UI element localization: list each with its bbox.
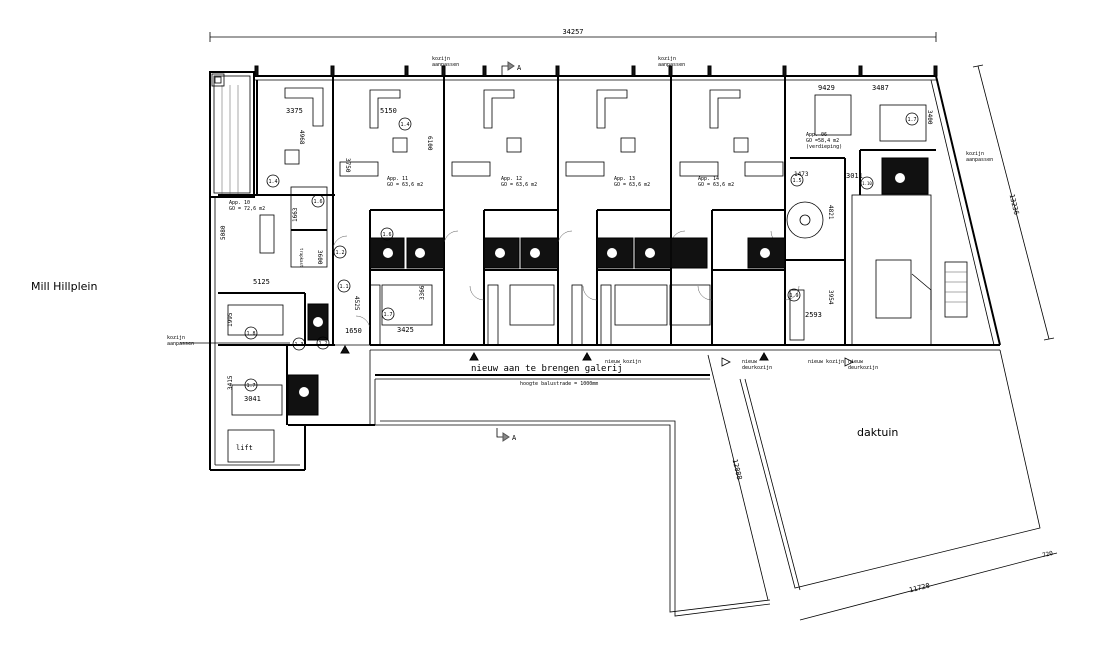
right-side-label: 13236 — [1008, 193, 1021, 215]
app12-area: GO = 63,6 m2 — [501, 182, 537, 188]
room-code-1: 1.4 — [400, 122, 409, 128]
bathrooms — [287, 157, 929, 416]
dim-3400: 3400 — [926, 110, 933, 125]
dim-1473: 1473 — [794, 171, 809, 178]
total-width-label: 34257 — [562, 28, 583, 36]
trapkast-label: trapkast — [299, 248, 304, 268]
dim-6100: 6100 — [426, 136, 433, 151]
app06-area: GO =58,4 m2 — [806, 138, 839, 144]
app11-name: App. 11 — [387, 176, 408, 182]
gallery-label: nieuw aan te brengen galerij — [471, 364, 623, 374]
new-door-frame2-line2: deurkozijn — [848, 365, 878, 371]
furniture — [227, 87, 927, 416]
new-frame1: nieuw kozijn — [605, 359, 641, 365]
app10-name: App. 10 — [229, 200, 250, 206]
street-label: Mill Hillplein — [31, 280, 97, 293]
dim-5150: 5150 — [380, 107, 397, 115]
dim-3415: 3415 — [227, 375, 234, 390]
room-code-11: 1.7 — [383, 312, 392, 318]
room-code-15: 1.9 — [789, 293, 798, 299]
dim-3487: 3487 — [872, 84, 889, 92]
apartment-labels: App. 10 GO = 72,6 m2 App. 11 GO = 63,6 m… — [229, 132, 842, 212]
balustrade-label: hoogte balustrade = 1000mm — [520, 381, 598, 387]
dim-4821: 4821 — [827, 205, 834, 220]
dim-3425: 3425 — [397, 326, 414, 334]
room-code-4: 1.2 — [335, 250, 344, 256]
new-door-frame2-line1: nieuw — [848, 359, 864, 365]
app14-name: App. 14 — [698, 176, 719, 182]
section-markers: A A — [496, 61, 522, 442]
kozijn-top1-line2: aanpassen — [432, 62, 459, 68]
bottom-small-label: 720 — [1042, 550, 1055, 560]
new-door-frame1-line1: nieuw — [742, 359, 758, 365]
section-top-label: A — [517, 64, 522, 72]
app13-name: App. 13 — [614, 176, 635, 182]
dim-3011: 3011 — [846, 172, 863, 180]
room-codes: 1.4 1.4 1.6 1.2 1.1 1.8 1.3 1.2 1.7 1.6 … — [244, 112, 919, 392]
kozijn-top2-line1: kozijn — [658, 56, 676, 62]
bottom-roof-label: 11720 — [908, 582, 930, 595]
dim-3041: 3041 — [244, 395, 261, 403]
kozijn-left-line2: aanpassen — [167, 341, 194, 347]
dim-3600: 3600 — [316, 250, 323, 265]
dim-1663: 1663 — [292, 207, 299, 222]
app14-area: GO = 63,6 m2 — [698, 182, 734, 188]
app10-area: GO = 72,6 m2 — [229, 206, 265, 212]
diag-roof-label: 12088 — [731, 458, 744, 480]
kozijn-top2-line2: aanpassen — [658, 62, 685, 68]
room-code-6: 1.8 — [246, 331, 255, 337]
room-code-3: 1.6 — [313, 199, 322, 205]
dim-2593: 2593 — [805, 311, 822, 319]
app12-name: App. 12 — [501, 176, 522, 182]
kozijn-right-line2: aanpassen — [966, 157, 993, 163]
roof-terrace: 12088 11720 720 — [375, 349, 1058, 621]
dim-1995: 1995 — [227, 312, 234, 327]
annotations: kozijn aanpassen kozijn aanpassen kozijn… — [167, 56, 993, 371]
dim-3375: 3375 — [286, 107, 303, 115]
room-code-8: 1.2 — [318, 341, 327, 347]
dim-3954: 3954 — [827, 290, 834, 305]
facade-posts — [254, 65, 938, 77]
room-code-7: 1.3 — [294, 342, 303, 348]
room-code-9: 1.7 — [246, 383, 255, 389]
room-code-14: 1.10 — [862, 181, 872, 186]
app06-note: (verdieping) — [806, 144, 842, 150]
room-code-12: 1.7 — [907, 117, 916, 123]
dim-1650: 1650 — [345, 327, 362, 335]
room-code-10: 1.6 — [382, 232, 391, 238]
new-frame2: nieuw kozijn — [808, 359, 844, 365]
app13-area: GO = 63,6 m2 — [614, 182, 650, 188]
dim-5080: 5080 — [220, 225, 227, 240]
app06-name: App. 06 — [806, 132, 827, 138]
kozijn-right-line1: kozijn — [966, 151, 984, 157]
room-code-13: 1.5 — [792, 178, 801, 184]
kozijn-left-line1: kozijn — [167, 335, 185, 341]
dim-4525: 4525 — [353, 296, 360, 311]
dim-4968: 4968 — [298, 130, 305, 145]
section-bottom-label: A — [512, 434, 517, 442]
roof-garden-label: daktuin — [857, 426, 898, 439]
room-code-5: 1.1 — [339, 284, 348, 290]
dim-3366: 3366 — [419, 285, 426, 300]
dim-5125: 5125 — [253, 278, 270, 286]
building-outline: lift — [209, 71, 1001, 471]
total-width-dimension: 34257 — [209, 28, 937, 42]
lift-label: lift — [236, 444, 253, 452]
right-side-dimension: 13236 — [972, 64, 1055, 341]
app11-area: GO = 63,6 m2 — [387, 182, 423, 188]
new-door-frame1-line2: deurkozijn — [742, 365, 772, 371]
kozijn-top1-line1: kozijn — [432, 56, 450, 62]
room-dimensions: 3375 5150 4968 3750 6100 5080 5125 1663 … — [220, 84, 933, 403]
dim-9429: 9429 — [818, 84, 835, 92]
room-code-2: 1.4 — [268, 179, 277, 185]
dim-3750: 3750 — [344, 158, 351, 173]
